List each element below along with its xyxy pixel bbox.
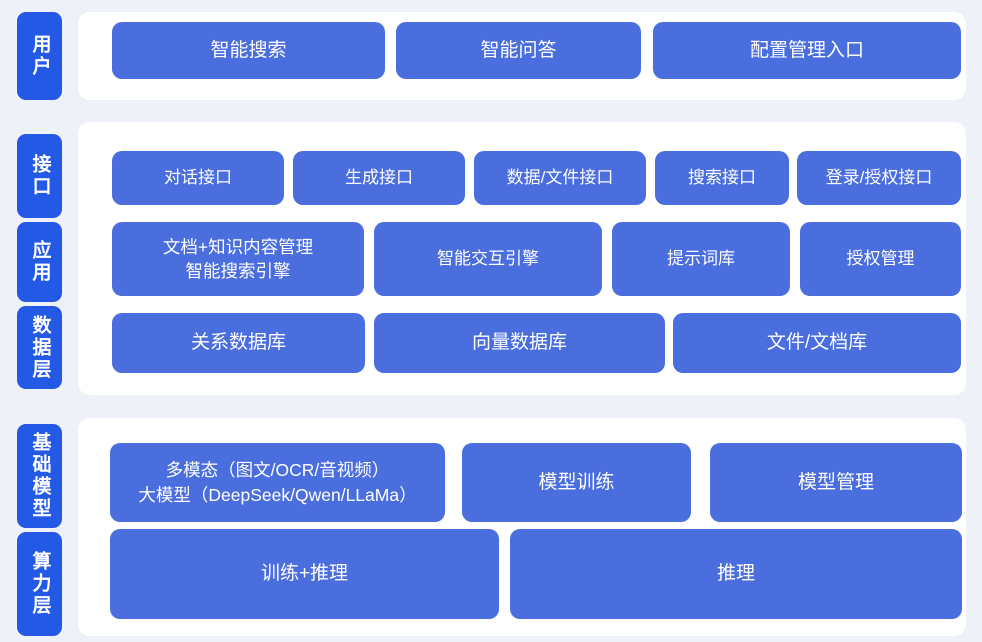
box-intelligent-search[interactable]: 智能搜索 — [112, 22, 385, 79]
box-relational-database[interactable]: 关系数据库 — [112, 313, 365, 373]
box-vector-database[interactable]: 向量数据库 — [374, 313, 665, 373]
layer-tag-user: 用户 — [17, 12, 62, 100]
box-authorization-management[interactable]: 授权管理 — [800, 222, 961, 296]
layer-tag-data: 数据层 — [17, 306, 62, 389]
box-training-and-inference[interactable]: 训练+推理 — [110, 529, 499, 619]
box-document-knowledge-management[interactable]: 文档+知识内容管理 智能搜索引擎 — [112, 222, 364, 296]
box-config-management-entry[interactable]: 配置管理入口 — [653, 22, 961, 79]
layer-tag-application: 应用 — [17, 222, 62, 302]
box-intelligent-interaction-engine[interactable]: 智能交互引擎 — [374, 222, 602, 296]
box-inference[interactable]: 推理 — [510, 529, 962, 619]
box-generation-api[interactable]: 生成接口 — [293, 151, 465, 205]
box-data-file-api[interactable]: 数据/文件接口 — [474, 151, 646, 205]
box-model-training[interactable]: 模型训练 — [462, 443, 691, 522]
box-file-document-store[interactable]: 文件/文档库 — [673, 313, 961, 373]
layer-tag-api: 接口 — [17, 134, 62, 218]
layer-tag-foundation-model: 基础模型 — [17, 424, 62, 528]
box-model-management[interactable]: 模型管理 — [710, 443, 962, 522]
box-prompt-library[interactable]: 提示词库 — [612, 222, 790, 296]
layer-tag-compute: 算力层 — [17, 532, 62, 636]
box-multimodal-large-model[interactable]: 多模态（图文/OCR/音视频） 大模型（DeepSeek/Qwen/LLaMa） — [110, 443, 445, 522]
box-login-auth-api[interactable]: 登录/授权接口 — [797, 151, 961, 205]
box-search-api[interactable]: 搜索接口 — [655, 151, 789, 205]
box-intelligent-qa[interactable]: 智能问答 — [396, 22, 641, 79]
box-dialog-api[interactable]: 对话接口 — [112, 151, 284, 205]
